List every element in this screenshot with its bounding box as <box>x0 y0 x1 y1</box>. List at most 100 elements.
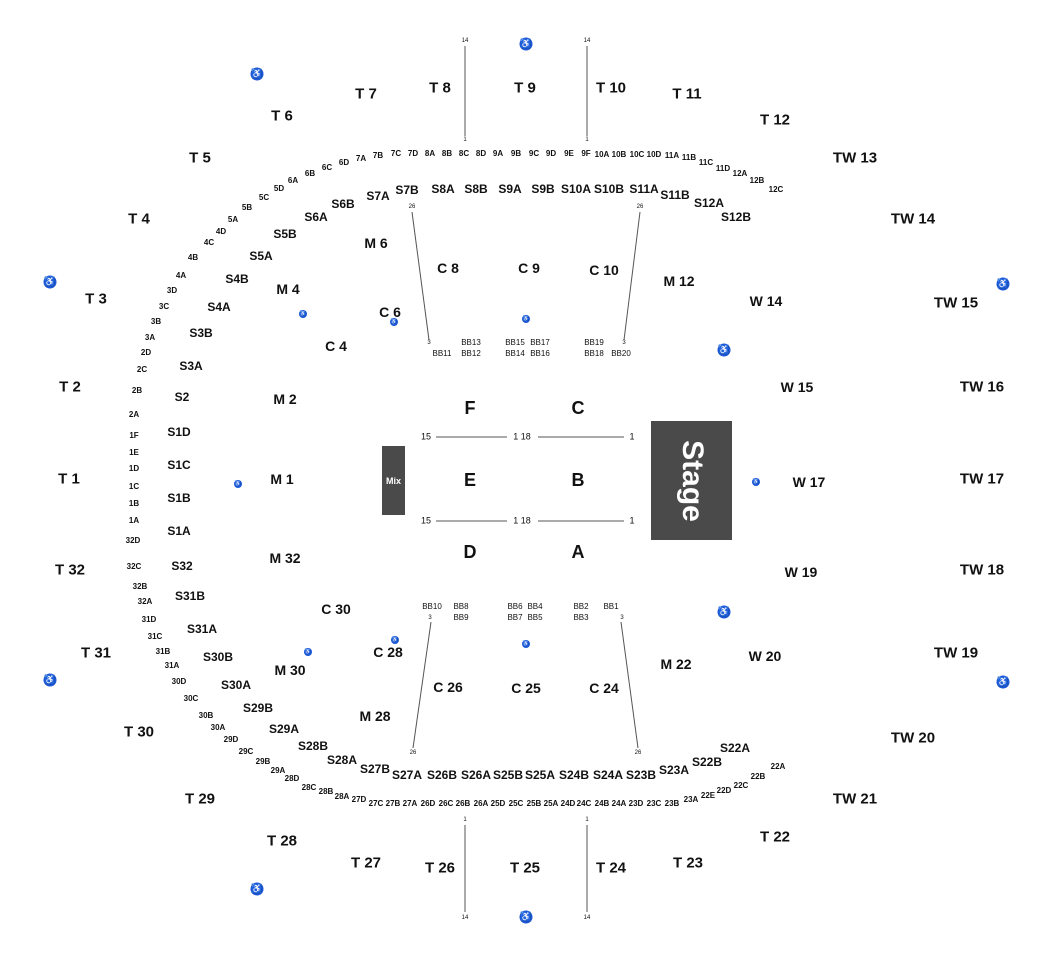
row-left[interactable]: 32C <box>126 562 142 571</box>
row-top[interactable]: 11D <box>715 164 731 173</box>
aisle-row-number[interactable]: 1 <box>463 137 467 143</box>
bb-row[interactable]: BB6 <box>507 602 523 611</box>
aisle-row-number[interactable]: 3 <box>427 340 431 346</box>
section-m[interactable]: W 20 <box>748 648 782 664</box>
row-left[interactable]: 31B <box>155 647 171 656</box>
row-left[interactable]: 29A <box>270 766 286 775</box>
bb-row[interactable]: BB15 <box>505 338 525 347</box>
section-s[interactable]: S26B <box>426 768 458 782</box>
row-bottom[interactable]: 26D <box>420 799 436 808</box>
section-s[interactable]: S7B <box>395 183 419 197</box>
row-left[interactable]: 28A <box>334 792 350 801</box>
section-s[interactable]: S1B <box>167 491 191 505</box>
section-s[interactable]: S9A <box>498 182 522 196</box>
section-t[interactable]: T 22 <box>759 828 791 846</box>
row-bottom[interactable]: 23A <box>683 795 699 804</box>
bb-row[interactable]: BB11 <box>432 349 452 358</box>
row-left[interactable]: 31C <box>147 632 163 641</box>
row-bottom[interactable]: 26B <box>455 799 471 808</box>
row-left[interactable]: 28D <box>284 774 300 783</box>
section-t[interactable]: T 5 <box>189 149 211 167</box>
row-bottom[interactable]: 22B <box>750 772 766 781</box>
section-t[interactable]: T 9 <box>514 79 536 97</box>
row-bottom[interactable]: 25D <box>490 799 506 808</box>
row-left[interactable]: 3D <box>166 286 178 295</box>
row-top[interactable]: 12A <box>732 169 748 178</box>
section-t[interactable]: T 11 <box>672 85 702 103</box>
section-c[interactable]: C 10 <box>589 262 619 278</box>
row-left[interactable]: 1F <box>129 431 139 440</box>
bb-row[interactable]: BB17 <box>530 338 550 347</box>
section-t[interactable]: T 26 <box>424 859 456 877</box>
section-s[interactable]: S1A <box>167 524 191 538</box>
section-c[interactable]: C 24 <box>589 680 619 696</box>
row-left[interactable]: 3B <box>150 317 162 326</box>
section-m[interactable]: M 32 <box>269 550 301 566</box>
row-bottom[interactable]: 24B <box>594 799 610 808</box>
row-top[interactable]: 10A <box>594 150 610 159</box>
section-t[interactable]: T 27 <box>350 854 382 872</box>
row-bottom[interactable]: 24A <box>611 799 627 808</box>
row-left[interactable]: 28B <box>318 787 334 796</box>
row-left[interactable]: 6B <box>304 169 316 178</box>
row-bottom[interactable]: 24C <box>576 799 592 808</box>
row-left[interactable]: 5A <box>227 215 239 224</box>
section-t[interactable]: TW 20 <box>890 729 936 747</box>
section-c[interactable]: C 8 <box>437 260 459 276</box>
section-s[interactable]: S27B <box>359 762 391 776</box>
floor-row-number[interactable]: 15 <box>420 515 432 526</box>
aisle-row-number[interactable]: 26 <box>408 204 416 210</box>
bb-row[interactable]: BB12 <box>461 349 481 358</box>
floor-c[interactable]: C <box>571 398 585 418</box>
section-m[interactable]: M 1 <box>270 471 294 487</box>
section-s[interactable]: S4A <box>207 300 231 314</box>
section-s[interactable]: S28B <box>297 739 329 753</box>
section-m[interactable]: W 17 <box>792 474 826 490</box>
section-c[interactable]: C 6 <box>379 304 401 320</box>
row-left[interactable]: 32B <box>132 582 148 591</box>
row-bottom[interactable]: 25C <box>508 799 524 808</box>
row-top[interactable]: 8D <box>475 149 487 158</box>
row-top[interactable]: 8B <box>441 149 453 158</box>
section-s[interactable]: S9B <box>531 182 555 196</box>
row-bottom[interactable]: 22C <box>733 781 749 790</box>
row-left[interactable]: 2D <box>140 348 152 357</box>
section-s[interactable]: S23B <box>625 768 657 782</box>
section-s[interactable]: S3A <box>179 359 203 373</box>
row-top[interactable]: 12C <box>768 185 784 194</box>
row-left[interactable]: 32A <box>137 597 153 606</box>
row-left[interactable]: 30C <box>183 694 199 703</box>
row-bottom[interactable]: 27B <box>385 799 401 808</box>
row-top[interactable]: 7D <box>407 149 419 158</box>
section-t[interactable]: T 8 <box>429 79 451 97</box>
section-s[interactable]: S12A <box>693 196 725 210</box>
section-t[interactable]: T 24 <box>595 859 627 877</box>
row-left[interactable]: 2B <box>131 386 143 395</box>
section-t[interactable]: T 12 <box>759 111 791 129</box>
section-m[interactable]: M 4 <box>276 281 300 297</box>
row-bottom[interactable]: 23C <box>646 799 662 808</box>
section-t[interactable]: T 3 <box>85 290 107 308</box>
section-t[interactable]: T 29 <box>184 790 216 808</box>
row-left[interactable]: 6A <box>287 176 299 185</box>
section-s[interactable]: S10A <box>560 182 592 196</box>
bb-row[interactable]: BB5 <box>527 613 543 622</box>
floor-row-number[interactable]: 1 18 <box>513 431 531 442</box>
bb-row[interactable]: BB18 <box>584 349 604 358</box>
section-t[interactable]: TW 19 <box>933 644 979 662</box>
row-left[interactable]: 1B <box>128 499 140 508</box>
row-left[interactable]: 29B <box>255 757 271 766</box>
section-s[interactable]: S11A <box>629 182 659 196</box>
section-s[interactable]: S2 <box>174 390 190 404</box>
row-top[interactable]: 8C <box>458 149 470 158</box>
section-t[interactable]: T 6 <box>271 107 293 125</box>
row-top[interactable]: 11A <box>664 151 680 160</box>
row-top[interactable]: 9B <box>510 149 522 158</box>
row-left[interactable]: 30B <box>198 711 214 720</box>
section-m[interactable]: M 2 <box>273 391 297 407</box>
row-left[interactable]: 4C <box>203 238 215 247</box>
aisle-row-number[interactable]: 3 <box>622 340 626 346</box>
section-s[interactable]: S30B <box>202 650 234 664</box>
row-top[interactable]: 10C <box>629 150 645 159</box>
bb-row[interactable]: BB1 <box>603 602 619 611</box>
